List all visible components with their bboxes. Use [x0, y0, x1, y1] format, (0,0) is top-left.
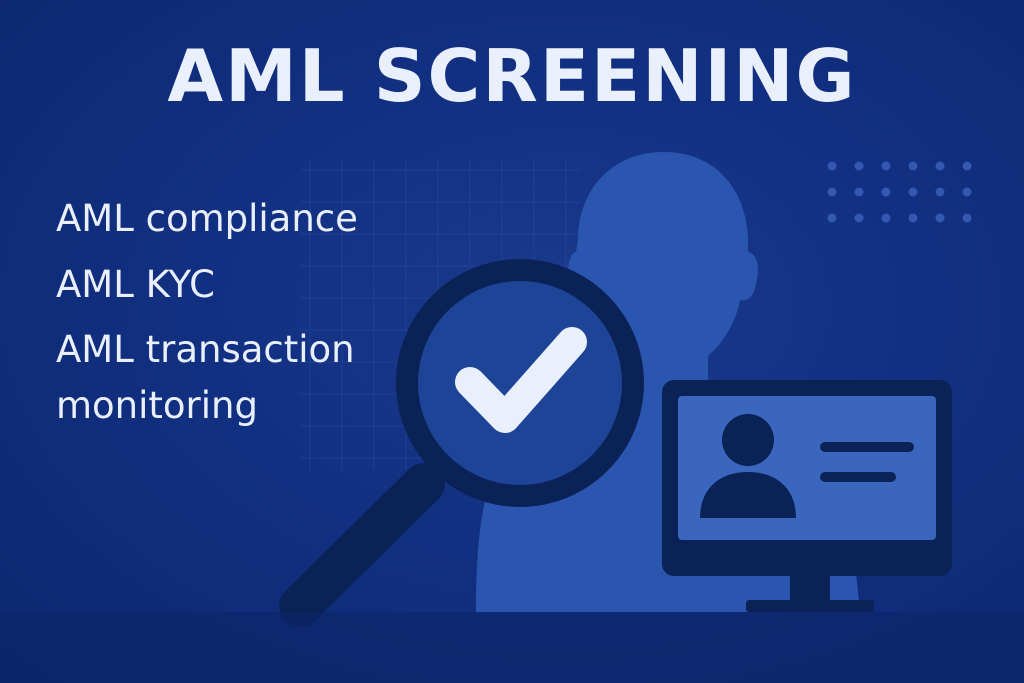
profile-avatar-body — [700, 472, 796, 518]
topic-item-transaction-monitoring: AML transaction monitoring — [56, 328, 355, 427]
page-title: AML SCREENING — [167, 34, 857, 118]
profile-avatar-head — [722, 414, 774, 466]
topic-list: AML compliance AML KYC AML transaction m… — [56, 190, 476, 442]
monitor-stand-base — [746, 600, 874, 612]
monitor-profile-icon — [662, 380, 952, 612]
magnifying-glass-icon — [279, 259, 644, 627]
dot-pattern — [827, 161, 972, 223]
profile-line-1 — [820, 442, 914, 452]
checkmark-icon — [455, 327, 587, 433]
floor-band — [0, 612, 1024, 683]
topic-item-kyc: AML KYC — [56, 263, 215, 306]
monitor-stand-neck — [790, 572, 830, 604]
topic-item-compliance: AML compliance — [56, 197, 358, 240]
profile-line-2 — [820, 472, 896, 482]
monitor-screen — [678, 396, 936, 540]
magnifier-handle — [279, 463, 445, 627]
